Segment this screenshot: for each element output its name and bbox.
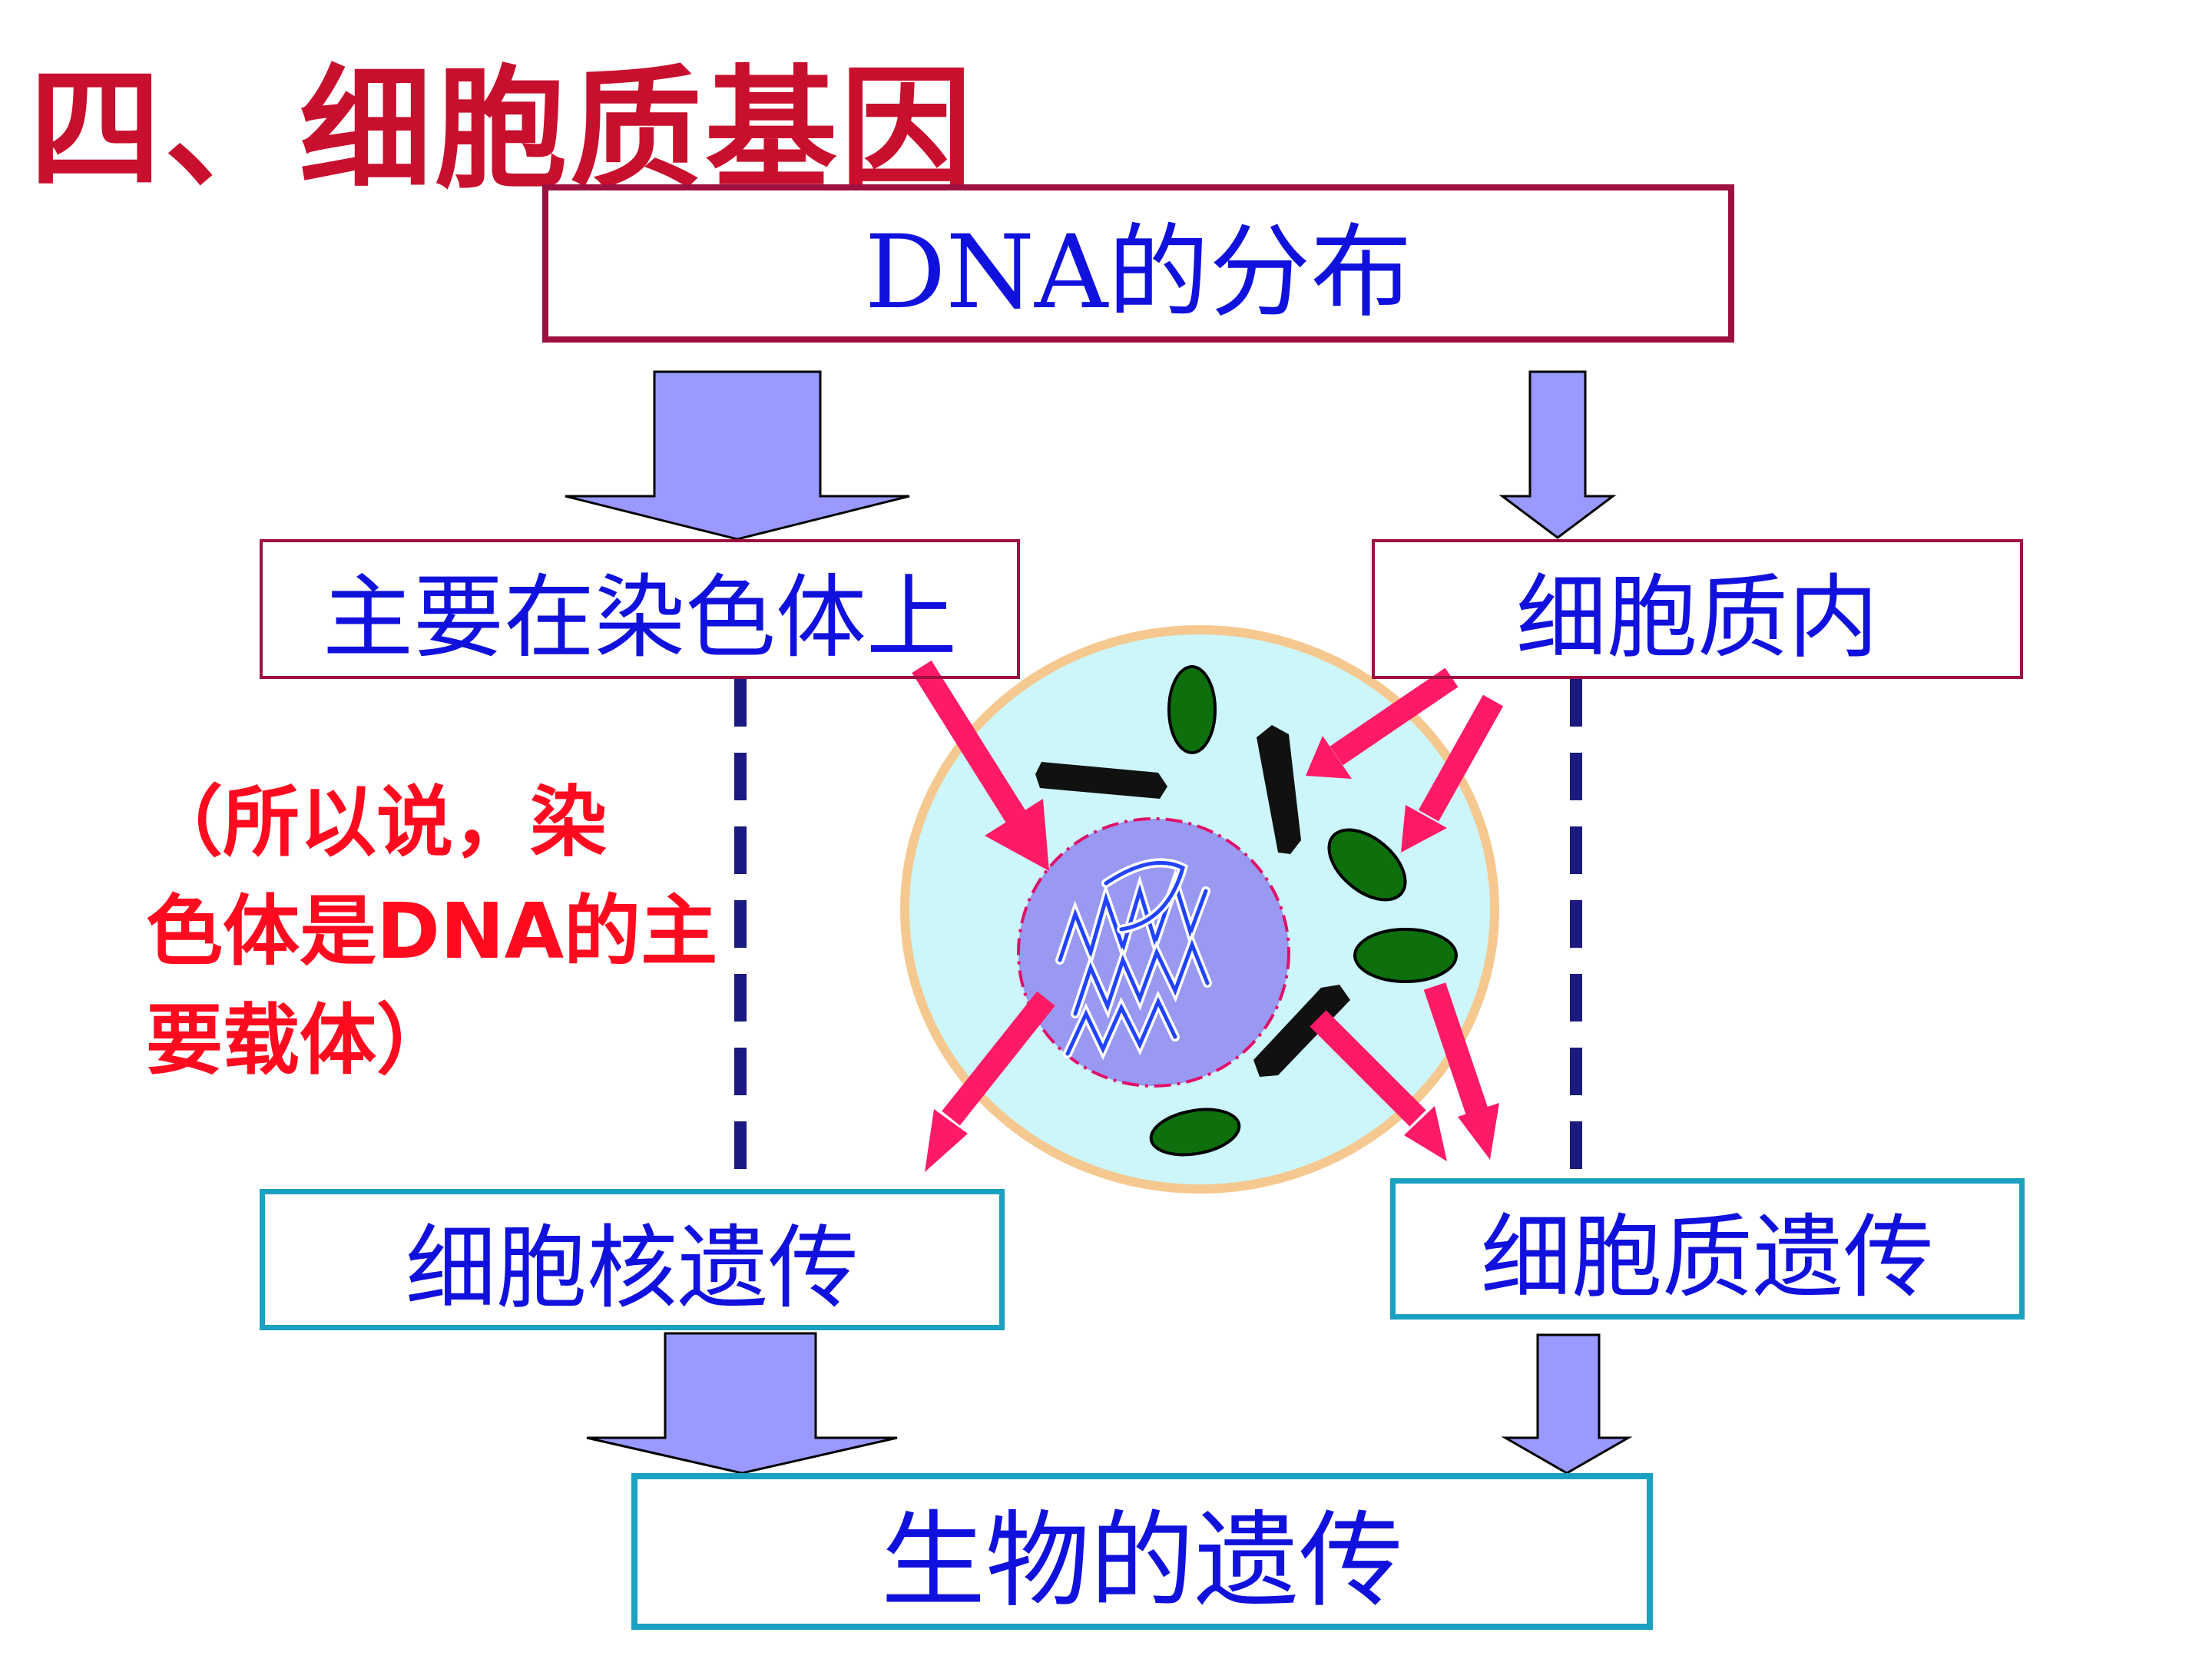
- mitochondrion: [1353, 928, 1458, 983]
- note-line: 色体是DNA的主: [146, 886, 718, 976]
- note-chromosome-main-carrier: （所以说，染 色体是DNA的主 要载体）: [146, 768, 730, 1095]
- box-nuclear-inheritance: 细胞核遗传: [260, 1189, 1005, 1330]
- pointer-arrow: [1310, 1010, 1426, 1127]
- note-line: （所以说，染: [146, 777, 607, 867]
- down-arrow-bottom-right: [1501, 1333, 1633, 1475]
- pointer-arrow-head: [1458, 1103, 1499, 1160]
- pointer-arrow-head: [925, 1109, 968, 1172]
- mitochondrion: [1327, 828, 1407, 902]
- box-dna-distribution: DNA的分布: [542, 184, 1734, 343]
- pointer-arrow: [912, 661, 1030, 830]
- organelle-rod: [1253, 985, 1350, 1077]
- pointer-arrow: [1418, 694, 1504, 822]
- down-arrow-top-left: [565, 370, 910, 541]
- pointer-arrow-head: [1404, 1106, 1447, 1161]
- organelle-rod: [1035, 762, 1167, 799]
- box-in-cytoplasm: 细胞质内: [1372, 539, 2023, 679]
- pointer-arrow-head: [1401, 805, 1447, 853]
- down-arrow-top-right: [1498, 370, 1617, 539]
- pointer-arrow-head: [1306, 736, 1352, 779]
- box-mainly-on-chromosomes: 主要在染色体上: [260, 539, 1020, 679]
- pointer-arrow: [942, 991, 1055, 1126]
- box-biological-inheritance: 生物的遗传: [631, 1473, 1653, 1630]
- mitochondrion: [1167, 665, 1217, 754]
- box-cytoplasmic-inheritance: 细胞质遗传: [1390, 1178, 2025, 1320]
- pointer-arrow-head: [985, 799, 1049, 871]
- pointer-arrow: [1423, 982, 1489, 1118]
- note-line: 要载体）: [146, 995, 453, 1085]
- slide-title: 四、细胞质基因: [29, 52, 975, 207]
- pointer-arrow: [1330, 667, 1459, 766]
- dna-squiggle-icon: [1055, 858, 1212, 1061]
- organelle-rod: [1257, 725, 1301, 854]
- down-arrow-bottom-left: [586, 1332, 898, 1475]
- pointer-arrows: [912, 661, 1504, 1172]
- mitochondrion: [1149, 1108, 1241, 1157]
